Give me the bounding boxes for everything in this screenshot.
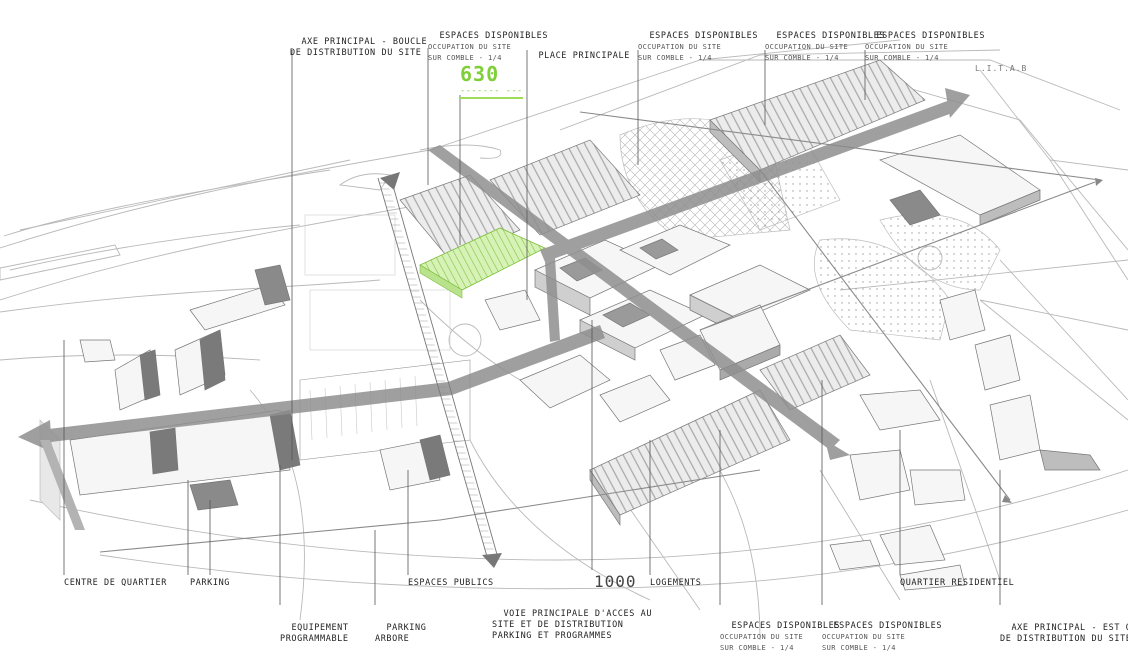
east-buildings bbox=[829, 134, 1101, 591]
label-centre-de-quartier: CENTRE DE QUARTIER bbox=[64, 578, 167, 588]
road-network bbox=[0, 39, 1128, 641]
secondary-axes bbox=[99, 111, 1101, 553]
label-1000: 1000 bbox=[594, 572, 637, 591]
label-logements: LOGEMENTS bbox=[650, 578, 702, 588]
parking-lots bbox=[299, 214, 471, 461]
main-axes bbox=[18, 88, 970, 460]
central-buildings bbox=[519, 224, 811, 423]
leader-lines bbox=[63, 48, 1001, 605]
label-630: 630 bbox=[460, 62, 500, 86]
label-parking: PARKING bbox=[190, 578, 231, 588]
label-quartier-residentiel: QUARTIER RESIDENTIEL bbox=[900, 578, 1015, 588]
label-630-sub: ------- --- bbox=[460, 86, 523, 99]
west-buildings bbox=[69, 264, 541, 511]
label-north-tag: L.I.T.A.B bbox=[975, 64, 1028, 73]
label-axe-principal-est-ouest: AXE PRINCIPAL - EST OUESTDE DISTRIBUTION… bbox=[1000, 623, 1128, 644]
label-espaces-publics: ESPACES PUBLICS bbox=[408, 578, 494, 588]
label-place-principale: PLACE PRINCIPALE bbox=[538, 51, 630, 61]
access-road bbox=[377, 174, 499, 561]
